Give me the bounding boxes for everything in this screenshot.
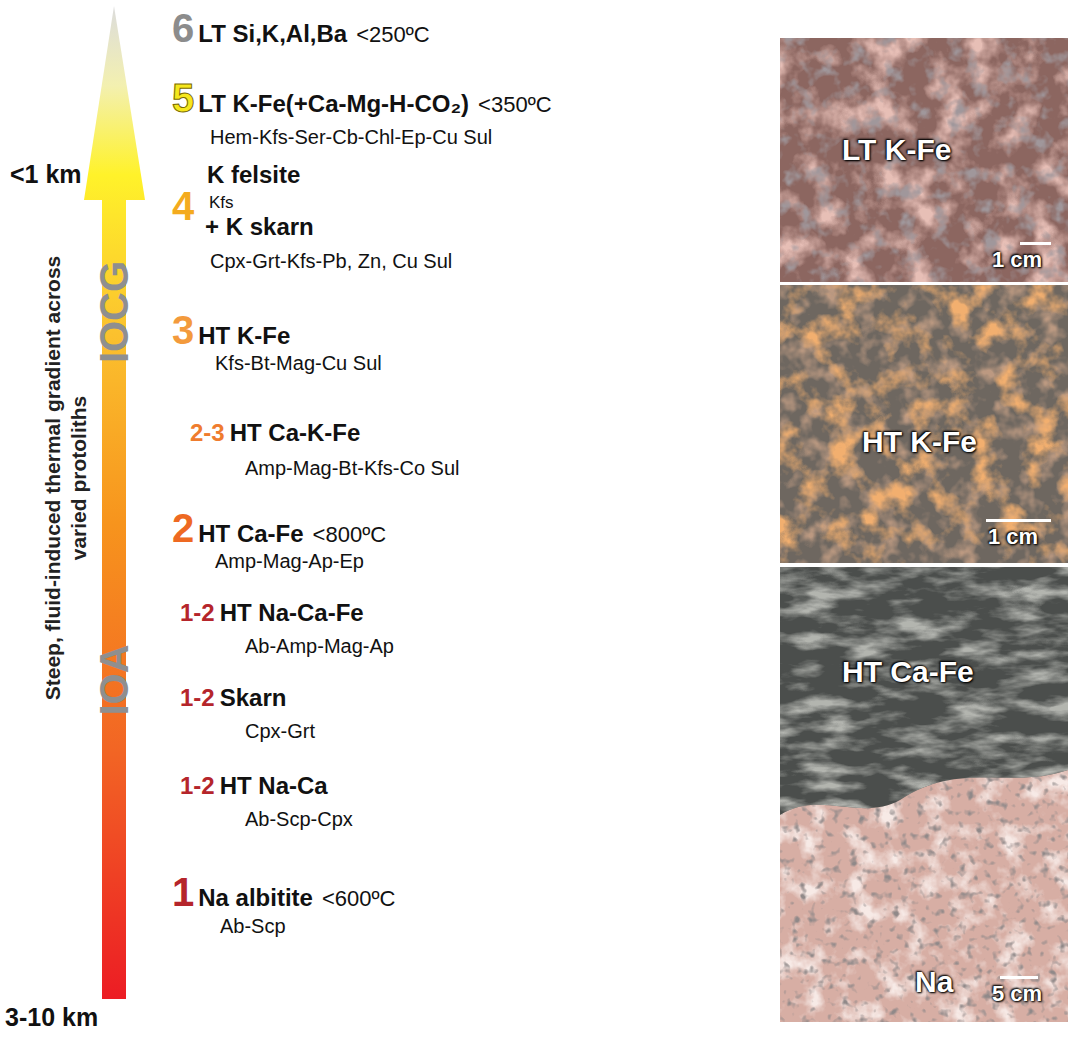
stage-number: 6 (172, 6, 194, 51)
label-row: Ab-Amp-Mag-Ap (245, 635, 394, 657)
stage-heading: HT Na-Ca-Fe (220, 600, 364, 627)
label-row: Hem-Kfs-Ser-Cb-Chl-Ep-Cu Sul (210, 126, 492, 148)
photo-label: LT K-Fe (842, 133, 951, 166)
label-row: 1-2Skarn (180, 685, 295, 712)
rock-photo: HT Ca-FeNa 5 cm (780, 567, 1068, 1022)
label-row: Cpx-Grt (245, 720, 315, 742)
deposit-type: IOA (92, 644, 137, 715)
mineral-assemblage: Amp-Mag-Ap-Ep (215, 550, 364, 572)
stage-number: 1-2 (180, 685, 215, 712)
label-row: Amp-Mag-Bt-Kfs-Co Sul (245, 457, 460, 479)
label-row: Ab-Scp-Cpx (245, 808, 353, 830)
mineral-assemblage: Cpx-Grt (245, 720, 315, 742)
rock-photo (780, 38, 1068, 282)
scale-label: 1 cm (992, 248, 1042, 272)
mineral-assemblage: Ab-Scp (220, 915, 286, 937)
label-row: 1-2HT Na-Ca-Fe (180, 600, 373, 627)
stage-heading: + K skarn (205, 214, 314, 241)
rock-photo (780, 567, 1068, 1022)
stage-heading: Na albitite (198, 885, 313, 912)
label-row: 1Na albitite <600ºC (172, 870, 395, 915)
temperature: <600ºC (322, 887, 395, 912)
stage-heading: Skarn (220, 685, 287, 712)
label-row: + K skarn (205, 214, 323, 241)
label-row: Amp-Mag-Ap-Ep (215, 550, 364, 572)
rock-photo (780, 285, 1068, 563)
mineral-assemblage: Amp-Mag-Bt-Kfs-Co Sul (245, 457, 460, 479)
deposit-type: IOCG (92, 261, 137, 363)
label-row: 3-10 km (5, 1003, 98, 1031)
stage-heading: K felsite (207, 162, 300, 189)
label-row: K felsite (207, 162, 309, 189)
label-row: 6LT Si,K,Al,Ba <250ºC (172, 6, 430, 51)
gradient-arrow (84, 6, 145, 999)
rock-photo: HT K-Fe 1 cm (780, 285, 1068, 563)
stage-heading: LT Si,K,Al,Ba (198, 21, 347, 48)
label-row: Cpx-Grt-Kfs-Pb, Zn, Cu Sul (210, 250, 452, 272)
mineral-assemblage: Kfs (209, 193, 234, 212)
label-row: Kfs-Bt-Mag-Cu Sul (215, 352, 382, 374)
stage-number: 3 (172, 308, 194, 353)
scale-label: 5 cm (992, 982, 1042, 1006)
mineral-assemblage: Ab-Scp-Cpx (245, 808, 353, 830)
mineral-assemblage: Hem-Kfs-Ser-Cb-Chl-Ep-Cu Sul (210, 126, 492, 148)
mineral-assemblage: Cpx-Grt-Kfs-Pb, Zn, Cu Sul (210, 250, 452, 272)
label-row: 2HT Ca-Fe <800ºC (172, 506, 386, 551)
stage-heading: HT K-Fe (198, 323, 290, 350)
mineral-assemblage: Ab-Amp-Mag-Ap (245, 635, 394, 657)
stage-number: 4 (172, 184, 194, 229)
stage-number: 1-2 (180, 773, 215, 800)
label-row: Ab-Scp (220, 915, 286, 937)
label-row: 4 (172, 184, 198, 229)
temperature: <800ºC (313, 523, 386, 548)
stage-number: 2-3 (190, 420, 225, 447)
label-row: <1 km (10, 160, 82, 188)
photo-label: HT Ca-Fe (842, 655, 974, 688)
temperature: <250ºC (356, 23, 429, 48)
stage-number: 2 (172, 506, 194, 551)
stage-heading: HT Na-Ca (220, 773, 328, 800)
axis-label: Steep, fluid-induced thermal gradient ac… (40, 243, 93, 713)
stage-number: 1 (172, 870, 194, 915)
stage-number: 5 (172, 76, 194, 121)
scale-label: 1 cm (988, 525, 1038, 549)
label-row: Kfs (209, 193, 234, 212)
rock-photo: LT K-Fe 1 cm (780, 38, 1068, 282)
label-row: 1-2HT Na-Ca (180, 773, 337, 800)
label-row: 2-3HT Ca-K-Fe (190, 420, 369, 447)
label-row: 3HT K-Fe (172, 308, 299, 353)
photo-label: Na (915, 965, 953, 998)
stage-number: 1-2 (180, 600, 215, 627)
temperature: <350ºC (478, 93, 551, 118)
label-row: 5LT K-Fe(+Ca-Mg-H-CO₂) <350ºC (172, 76, 552, 121)
depth-label: <1 km (10, 160, 82, 188)
stage-heading: LT K-Fe(+Ca-Mg-H-CO₂) (198, 91, 469, 118)
depth-label: 3-10 km (5, 1003, 98, 1031)
mineral-assemblage: Kfs-Bt-Mag-Cu Sul (215, 352, 382, 374)
stage-heading: HT Ca-K-Fe (230, 420, 361, 447)
photo-label: HT K-Fe (862, 425, 977, 458)
stage-heading: HT Ca-Fe (198, 521, 303, 548)
